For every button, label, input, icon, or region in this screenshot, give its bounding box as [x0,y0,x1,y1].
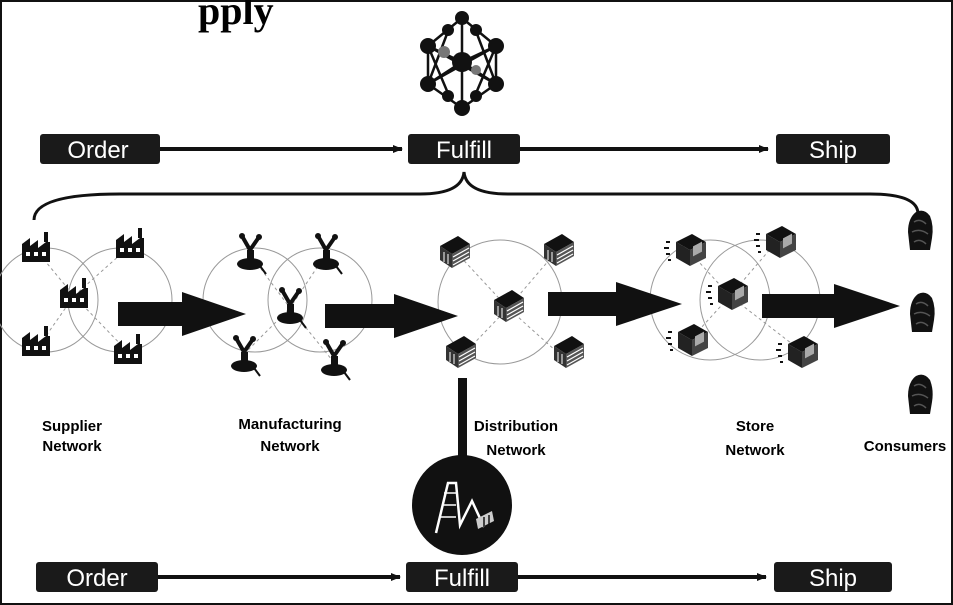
order-step: Order [36,562,158,592]
flow-arrow [118,292,246,336]
fulfill-step: Fulfill [406,562,518,592]
fulfill-step-label: Fulfill [436,137,492,164]
manufacturing-network-label-line2: Network [260,438,320,455]
ship-step: Ship [774,562,892,592]
fulfill-step: Fulfill [408,134,520,164]
order-step: Order [40,134,160,164]
supplier-network-label-line1: Supplier [42,418,102,435]
ship-step: Ship [776,134,890,164]
manufacturing-network-label-line1: Manufacturing [238,416,341,433]
consumers-label: Consumers [864,438,947,455]
distribution-network-label-line2: Network [486,442,546,459]
flow-arrow [325,294,458,338]
ship-step-label: Ship [809,137,857,164]
distribution-network-label-line1: Distribution [474,418,558,435]
supplier-network [0,228,173,364]
warehouse-interior-icon [412,455,512,555]
ship-step-label: Ship [809,565,857,592]
store-network-label-line2: Network [725,442,785,459]
flow-arrow [548,282,682,326]
drill-down-connector [458,378,467,464]
order-step-label: Order [66,565,127,592]
title-fragment: pply [198,0,274,33]
scope-brace [32,171,920,221]
network-flow-arrows [118,282,900,338]
top-process-flow: Order Fulfill Ship [40,134,890,164]
bottom-process-flow: Order Fulfill Ship [36,562,892,592]
order-step-label: Order [67,137,128,164]
store-network-label-line1: Store [736,418,774,435]
flow-arrow [762,284,900,328]
network-hub-icon [420,11,504,116]
supplier-network-label-line2: Network [42,438,102,455]
consumers-group [907,209,936,415]
fulfill-step-label: Fulfill [434,565,490,592]
